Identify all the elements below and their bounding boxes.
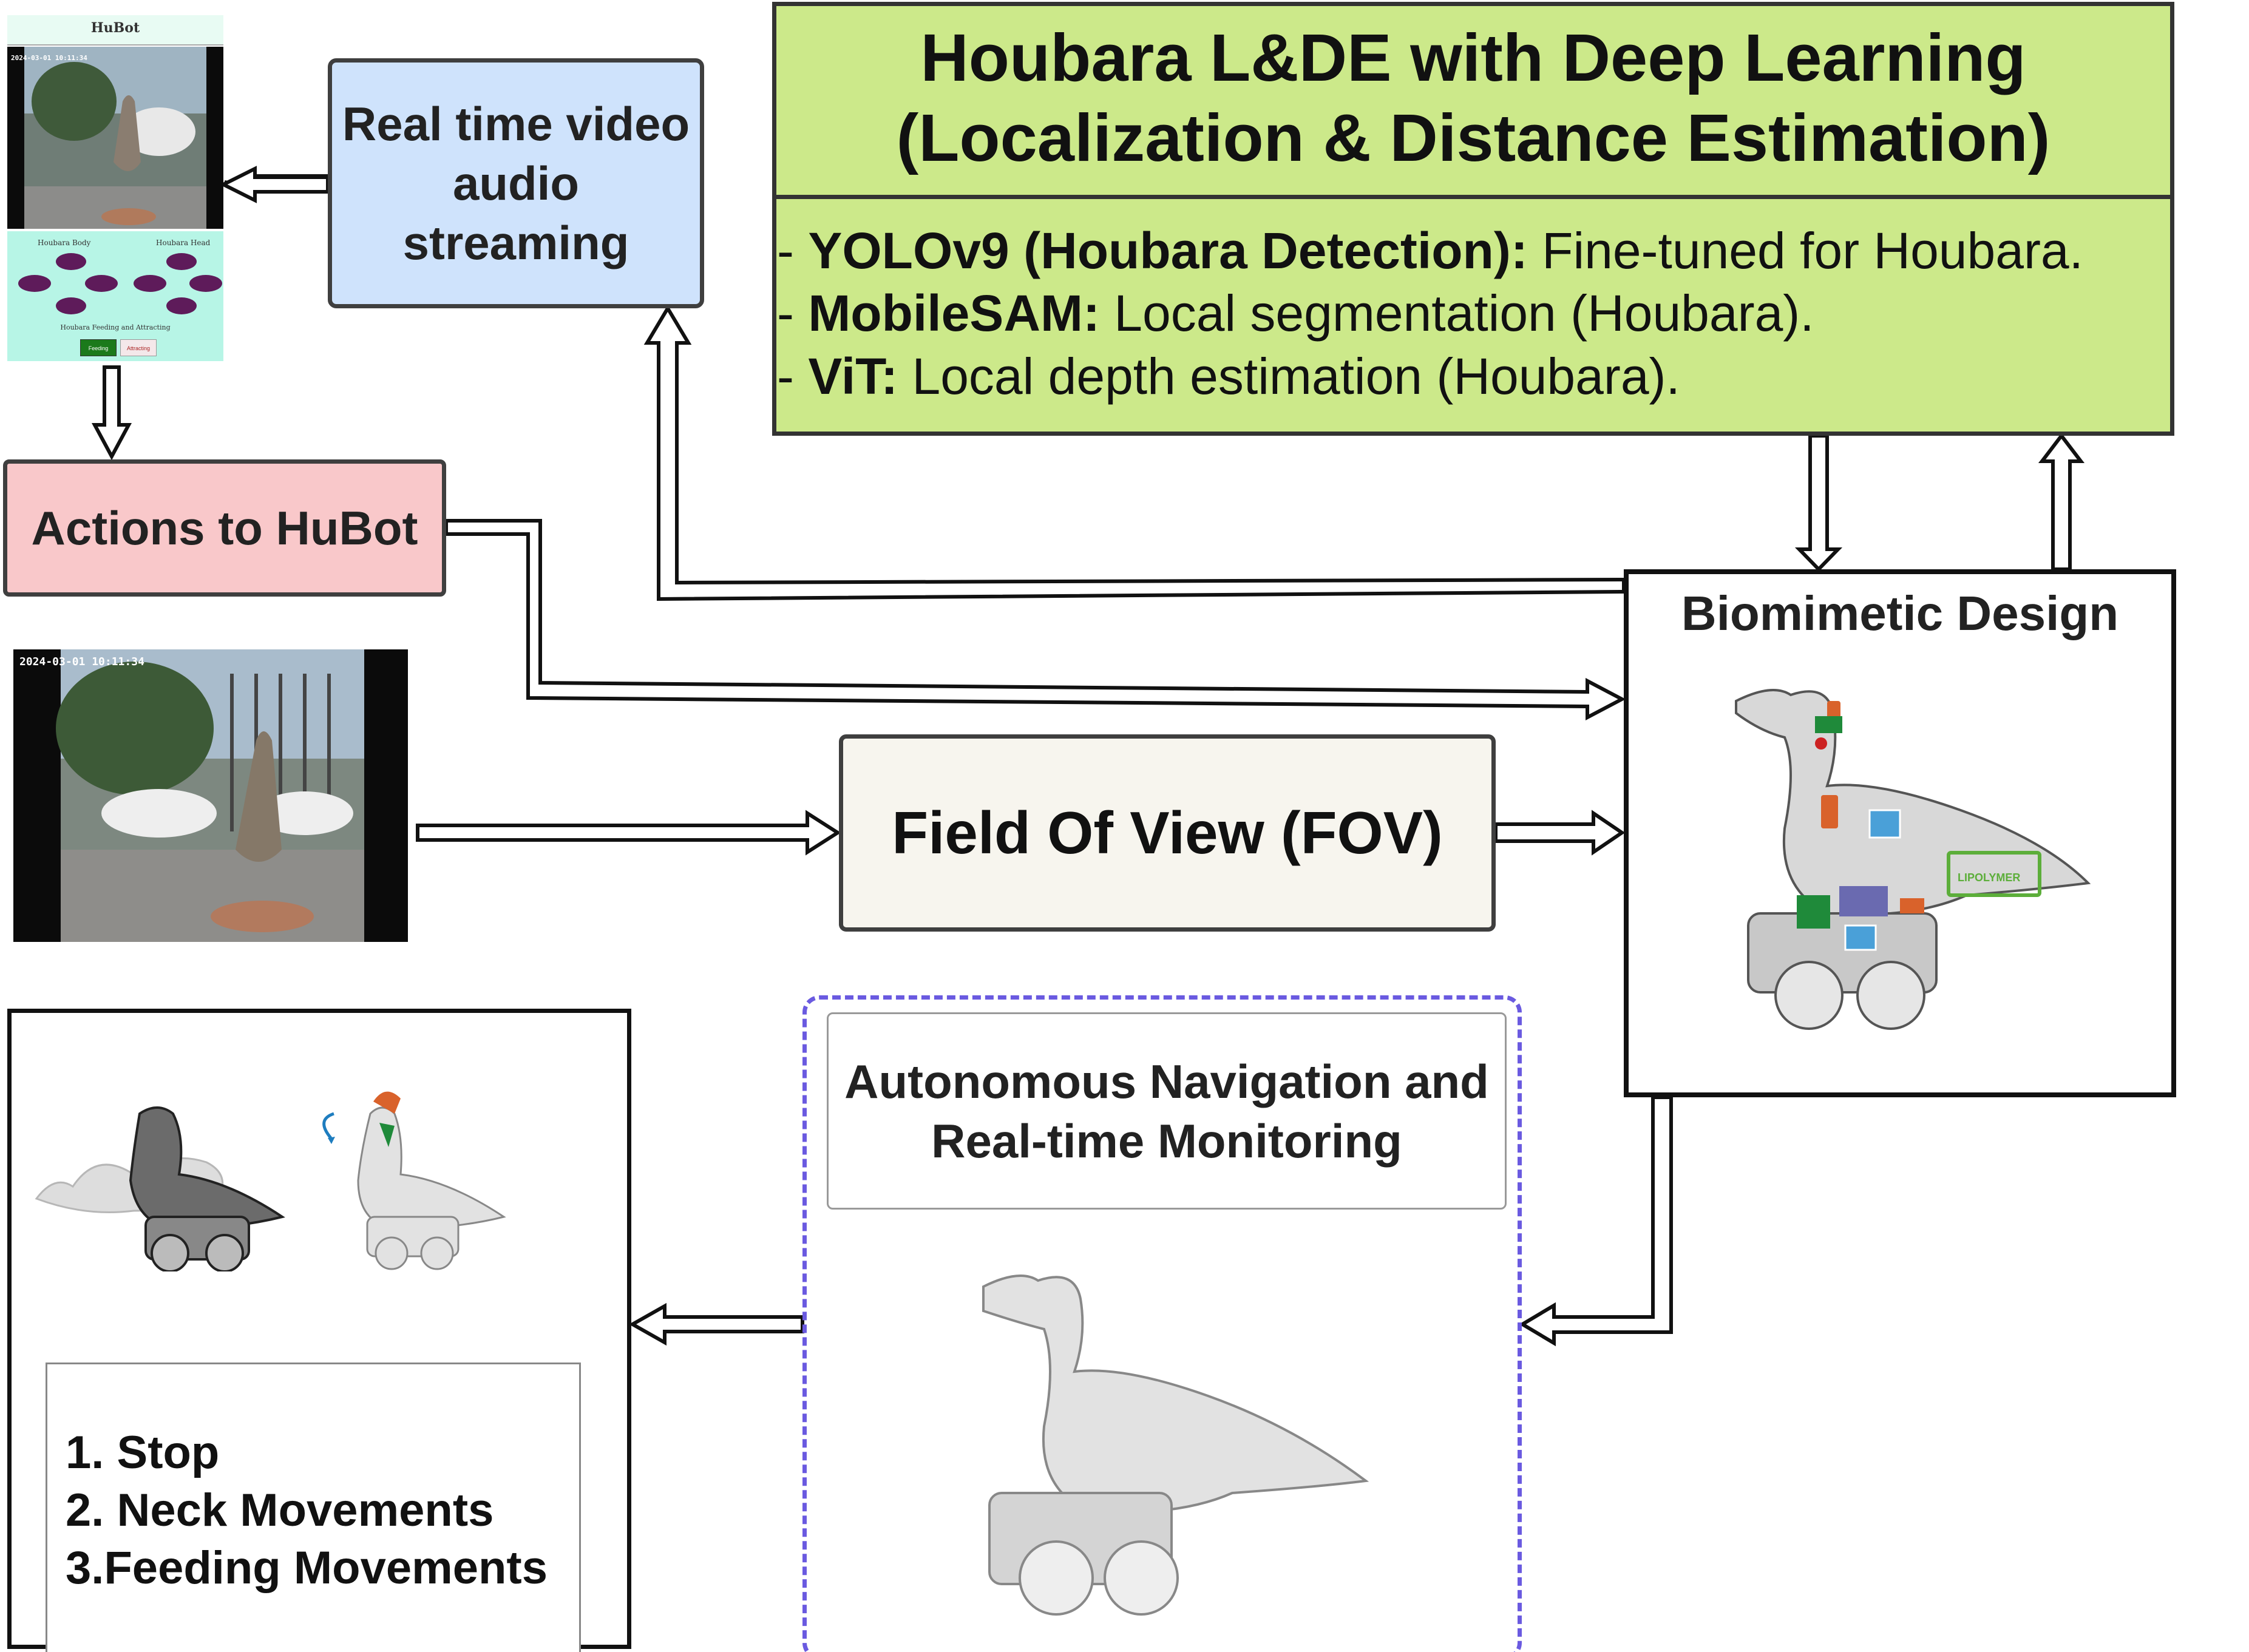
actions-label: Actions to HuBot: [31, 501, 418, 555]
arrow-bio-to-auto: [1519, 1095, 1673, 1347]
fov-camera-photo: [13, 649, 408, 942]
movement-item-feeding: 3.Feeding Movements: [66, 1542, 548, 1594]
arrow-bio-to-stream: [643, 305, 1626, 601]
biomimetic-title: Biomimetic Design: [1681, 586, 2119, 640]
autonomous-container: [802, 995, 1522, 1652]
app-body-down-button[interactable]: [56, 297, 86, 314]
lde-item-vit: - ViT: Local depth estimation (Houbara).: [777, 348, 1680, 405]
movement-item-neck: 2. Neck Movements: [66, 1484, 494, 1536]
robot-bird-illustration: [1735, 689, 2091, 1030]
movements-bird-illustrations: [35, 1091, 506, 1271]
streaming-line3: streaming: [402, 216, 629, 269]
streaming-box: Real time video audio streaming: [328, 58, 704, 308]
arrow-fov-to-bio: [1494, 810, 1626, 856]
app-section-feeding: Houbara Feeding and Attracting: [60, 323, 171, 331]
lde-title: Houbara L&DE with Deep Learning (Localiz…: [772, 2, 2174, 199]
app-body-left-button[interactable]: [18, 275, 51, 292]
autonomous-title: Autonomous Navigation and Real-time Moni…: [827, 1012, 1507, 1210]
streaming-line1: Real time video: [342, 97, 690, 151]
movements-list: [46, 1363, 581, 1652]
actions-box: Actions to HuBot: [3, 459, 446, 597]
app-head-left-button[interactable]: [134, 275, 166, 292]
app-head-right-button[interactable]: [189, 275, 222, 292]
app-title: HuBot: [90, 20, 140, 36]
arrow-lde-to-bio: [1794, 434, 1843, 572]
fov-box: Field Of View (FOV): [839, 734, 1496, 932]
fov-photo-timestamp: 2024-03-01 10:11:34: [19, 655, 144, 668]
lde-title-line1: Houbara L&DE with Deep Learning: [920, 21, 2026, 95]
app-head-down-button[interactable]: [166, 297, 197, 314]
autonomous-line1: Autonomous Navigation and: [844, 1054, 1489, 1108]
fov-label: Field Of View (FOV): [892, 799, 1443, 866]
app-body-right-button[interactable]: [85, 275, 118, 292]
app-video-timestamp: 2024-03-01 10:11:34: [11, 54, 87, 62]
app-body-up-button[interactable]: [56, 253, 86, 270]
app-header: [7, 15, 223, 46]
app-section-head: Houbara Head: [156, 239, 211, 247]
arrow-auto-to-movements: [628, 1302, 804, 1346]
arrow-app-to-actions: [91, 365, 132, 461]
autonomous-bird-illustration: [982, 1275, 1369, 1616]
lde-box: [772, 2, 2174, 436]
app-screenshot: HuBot 2024-03-01 10:11:34 Houbara Body H…: [7, 15, 223, 361]
app-video-frame: [7, 47, 223, 229]
lde-title-line2: (Localization & Distance Estimation): [896, 101, 2051, 175]
autonomous-line2: Real-time Monitoring: [931, 1114, 1402, 1168]
lde-item-mobilesam: - MobileSAM: Local segmentation (Houbara…: [777, 285, 1814, 342]
streaming-line2: audio: [453, 157, 579, 210]
app-section-body: Houbara Body: [38, 239, 91, 247]
movement-item-stop: 1. Stop: [66, 1427, 220, 1478]
app-attracting-button[interactable]: Attracting: [120, 339, 157, 356]
battery-label: LIPOLYMER: [1958, 872, 2021, 884]
app-head-up-button[interactable]: [166, 253, 197, 270]
app-feeding-button[interactable]: Feeding: [80, 339, 117, 356]
arrow-photo-to-fov: [416, 810, 841, 856]
arrow-actions-to-bio: [444, 519, 1626, 720]
lde-item-yolo: - YOLOv9 (Houbara Detection): Fine-tuned…: [777, 222, 2083, 279]
arrow-bio-to-lde: [2038, 433, 2085, 571]
